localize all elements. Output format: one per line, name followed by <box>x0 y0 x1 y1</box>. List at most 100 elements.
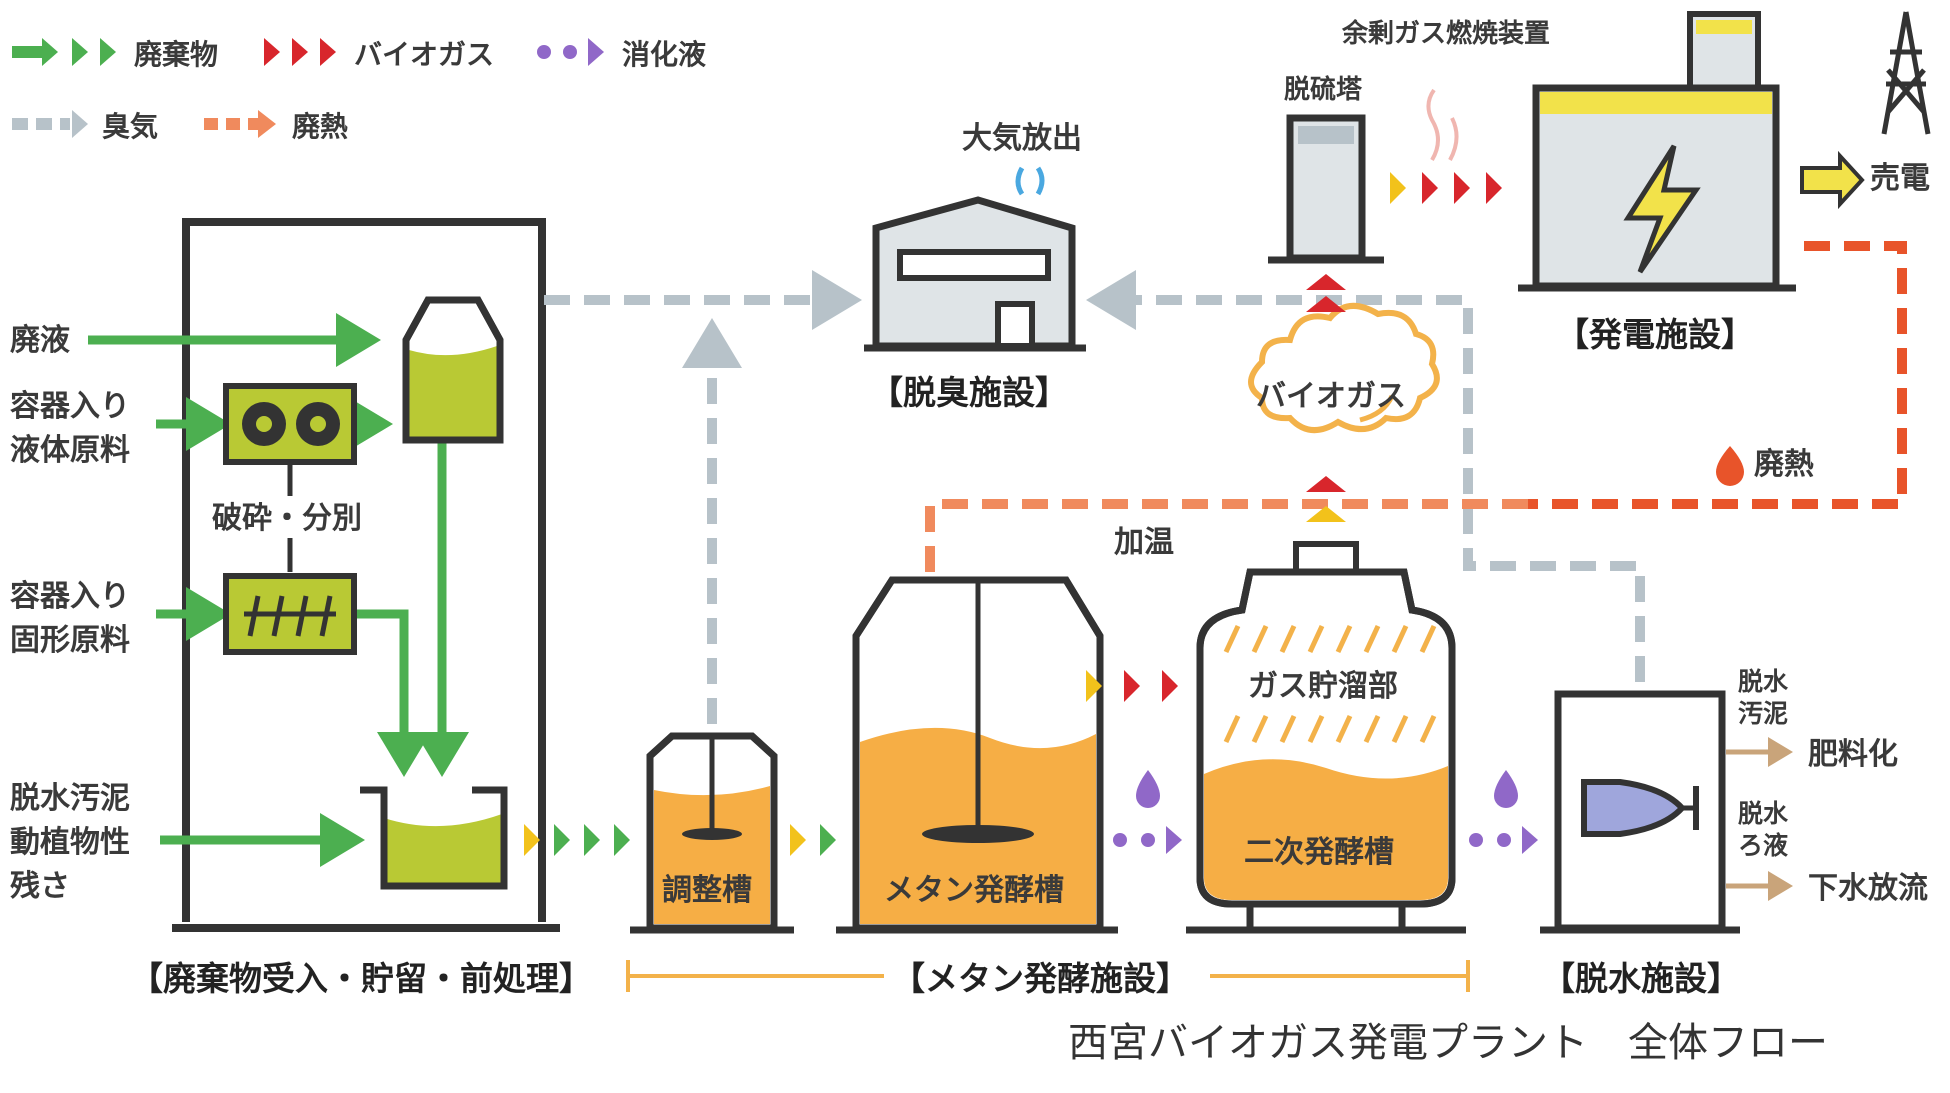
tower-icon <box>1881 11 1931 135</box>
input-waste-liquid-label: 廃液 <box>10 323 70 358</box>
input-sludge-label-3: 残さ <box>10 869 70 904</box>
waste-heat-label: 廃熱 <box>1754 447 1814 482</box>
flow-arrow-icon <box>614 824 630 856</box>
fertilizer-label: 肥料化 <box>1808 737 1898 772</box>
odor-arrow-icon <box>72 110 88 138</box>
dewatered-sludge-label-2: 汚泥 <box>1738 699 1788 728</box>
biogas-arrow-icon <box>1124 670 1140 702</box>
biogas-arrow-icon <box>1086 670 1102 702</box>
input-container-solid-label-1: 容器入り <box>10 579 130 614</box>
surplus-gas-burner: 余剰ガス燃焼装置 <box>1341 18 1550 162</box>
input-container-liquid-label-2: 液体原料 <box>10 433 130 468</box>
gas-hatch-icon <box>1223 624 1437 744</box>
flow-arrow-icon <box>820 824 836 856</box>
power-facility: 【発電施設】 <box>1518 11 1796 354</box>
digestate-dot-icon <box>1113 833 1127 847</box>
biogas-up-arrow-icon <box>1306 506 1346 522</box>
input-sludge-label-1: 脱水汚泥 <box>10 781 130 816</box>
deodorize-facility: 大気放出 【脱臭施設】 <box>864 121 1086 412</box>
biogas-arrow-icon <box>292 38 308 66</box>
filtrate-label-1: 脱水 <box>1738 799 1789 828</box>
dewatering-facility: 【脱水施設】 脱水 汚泥 肥料化 脱水 ろ液 下水放流 <box>1540 667 1928 998</box>
odor-flow-line <box>1086 270 1645 682</box>
flame-icon <box>1426 88 1459 162</box>
sewage-label: 下水放流 <box>1808 871 1928 906</box>
digestate-drop-icon <box>1494 770 1518 808</box>
gas-storage-label: ガス貯溜部 <box>1248 669 1398 704</box>
surplus-burner-label: 余剰ガス燃焼装置 <box>1341 18 1550 49</box>
legend-waste-heat: 廃熱 <box>204 110 348 143</box>
shredder-machine <box>223 573 357 655</box>
secondary-tank-label: 二次発酵槽 <box>1244 835 1394 870</box>
input-container-solid-label-2: 固形原料 <box>10 623 130 658</box>
biogas-arrow-icon <box>1454 172 1470 204</box>
adjustment-tank-label: 調整槽 <box>662 873 752 908</box>
adjustment-tank: 調整槽 <box>630 732 836 934</box>
input-container-liquid-label-1: 容器入り <box>10 389 130 424</box>
crusher-machine <box>223 383 357 465</box>
atmosphere-release-label: 大気放出 <box>962 121 1082 156</box>
stirrer-icon <box>922 825 1034 843</box>
legend-biogas-label: バイオガス <box>354 38 494 71</box>
legend-waste-label: 廃棄物 <box>134 38 218 71</box>
biogas-arrow-icon <box>1390 172 1406 204</box>
methane-facility-bracket: 【メタン発酵施設】 <box>626 959 1470 998</box>
digestate-arrow-icon <box>588 38 604 66</box>
biogas-arrow-icon <box>1422 172 1438 204</box>
digestate-dot-icon <box>537 45 551 59</box>
waste-flow-arrow <box>356 609 431 777</box>
flow-arrow-icon <box>554 824 570 856</box>
deodorize-facility-label: 【脱臭施設】 <box>870 373 1068 412</box>
dewatered-sludge-label-1: 脱水 <box>1738 667 1789 696</box>
legend-heat-label: 廃熱 <box>292 110 348 143</box>
biogas-cloud: バイオガス <box>1248 274 1440 522</box>
stirrer-icon <box>682 828 742 840</box>
biogas-up-arrow-icon <box>1306 476 1346 492</box>
flow-arrow-icon <box>524 824 540 856</box>
liquid-storage-tank <box>402 296 504 444</box>
sell-arrow-icon <box>1800 150 1865 210</box>
secondary-fermentation-tank: ガス貯溜部 二次発酵槽 <box>1186 541 1538 934</box>
digestate-dot-icon <box>1469 833 1483 847</box>
biogas-cloud-label: バイオガス <box>1256 379 1406 414</box>
dewatering-facility-label: 【脱水施設】 <box>1542 959 1740 998</box>
legend: 廃棄物 バイオガス 消化液 臭気 廃熱 <box>12 38 706 143</box>
heating-label: 加温 <box>1114 525 1174 560</box>
digestate-dot-icon <box>1141 833 1155 847</box>
legend-digestate: 消化液 <box>537 38 706 71</box>
heat-arrow-icon <box>258 110 276 138</box>
lightning-icon <box>1623 144 1701 274</box>
heat-drop-icon <box>1716 446 1744 486</box>
transmission-tower: 売電 <box>1800 11 1931 210</box>
flow-arrow-icon <box>584 824 600 856</box>
methane-tank-label: メタン発酵槽 <box>884 873 1064 908</box>
odor-lines <box>544 270 1645 724</box>
biogas-arrow-icon <box>1162 670 1178 702</box>
input-sludge-label-2: 動植物性 <box>10 825 130 860</box>
pretreatment-building-outline <box>182 218 546 922</box>
power-facility-label: 【発電施設】 <box>1556 315 1754 354</box>
digestate-dot-icon <box>563 45 577 59</box>
sell-power-label: 売電 <box>1870 161 1930 196</box>
pretreatment-facility: 廃液 容器入り 液体原料 容器入り 固形原料 脱水汚泥 動植物性 残さ <box>10 218 630 998</box>
waste-arrow-icon <box>42 38 58 66</box>
waste-arrow-icon <box>100 38 116 66</box>
crush-sort-label: 破砕・分別 <box>212 501 362 536</box>
desulfurization-tower: 脱硫塔 <box>1268 74 1384 264</box>
digestate-drop-icon <box>1136 770 1160 808</box>
digestate-dot-icon <box>1497 833 1511 847</box>
exhaust-icon <box>1015 166 1045 196</box>
filtrate-label-2: ろ液 <box>1738 831 1788 860</box>
methane-facility-label: 【メタン発酵施設】 <box>892 959 1189 998</box>
legend-waste: 廃棄物 <box>12 38 218 71</box>
pretreatment-facility-label: 【廃棄物受入・貯留・前処理】 <box>130 959 592 998</box>
diagram-caption: 西宮バイオガス発電プラント 全体フロー <box>1068 1020 1828 1066</box>
methane-fermentation-tank: メタン発酵槽 <box>836 576 1214 934</box>
digestate-arrow-icon <box>1522 826 1538 854</box>
legend-digestate-label: 消化液 <box>622 38 706 71</box>
receiving-pit <box>360 786 508 890</box>
heat-flow-line <box>1528 241 1907 509</box>
digestate-arrow-icon <box>1166 826 1182 854</box>
flow-arrow-icon <box>790 824 806 856</box>
biogas-up-arrow-icon <box>1306 274 1346 290</box>
